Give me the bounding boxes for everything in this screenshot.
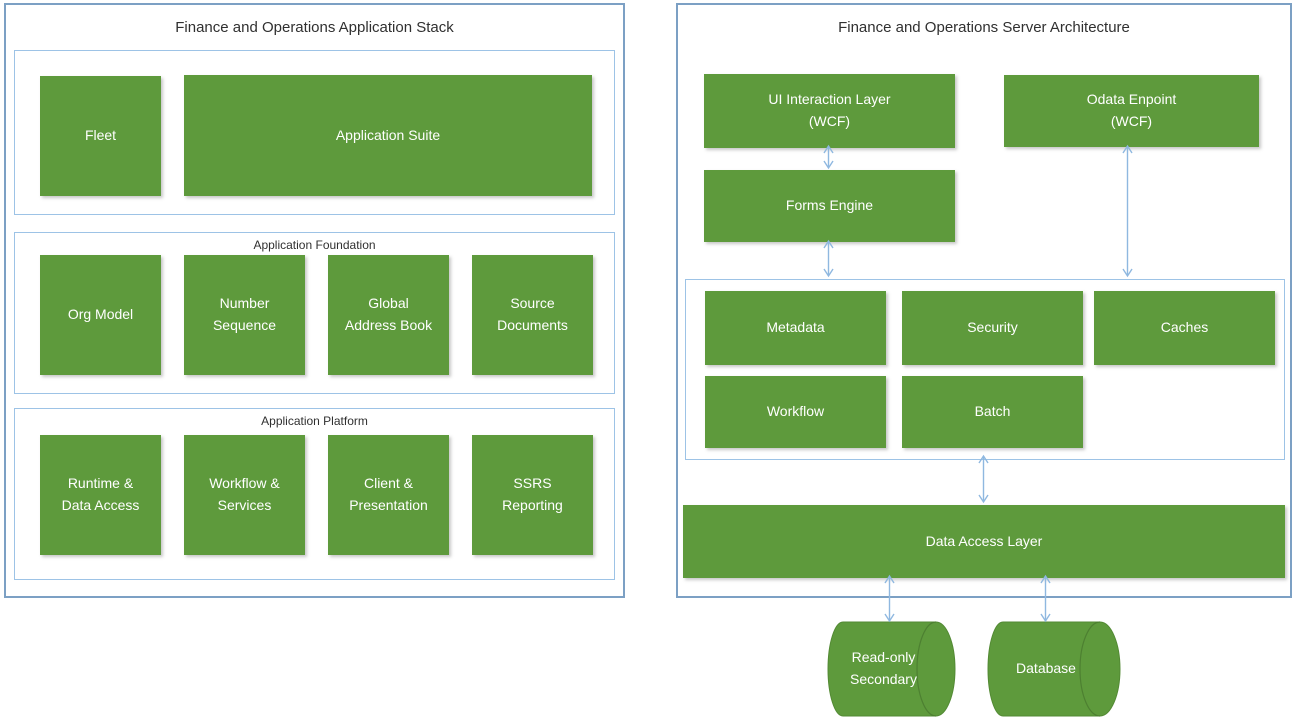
database-cylinder: Database [987, 621, 1121, 717]
data-access-layer-box: Data Access Layer [683, 505, 1285, 578]
workflow-box: Workflow [705, 376, 886, 448]
number-sequence-box: Number Sequence [184, 255, 305, 375]
fleet-box: Fleet [40, 76, 161, 196]
application-foundation-container: Application Foundation Org Model Number … [14, 232, 615, 394]
workflow-services-box: Workflow & Services [184, 435, 305, 555]
source-documents-box: Source Documents [472, 255, 593, 375]
global-address-book-box: Global Address Book [328, 255, 449, 375]
application-foundation-label: Application Foundation [253, 238, 376, 252]
cylinder-shape [987, 621, 1121, 717]
forms-engine-box: Forms Engine [704, 170, 955, 242]
application-stack-panel: Finance and Operations Application Stack… [4, 3, 625, 598]
server-architecture-panel: Finance and Operations Server Architectu… [676, 3, 1292, 598]
application-suite-box: Application Suite [184, 75, 592, 196]
batch-box: Batch [902, 376, 1083, 448]
ssrs-reporting-box: SSRS Reporting [472, 435, 593, 555]
application-platform-container: Application Platform Runtime & Data Acce… [14, 408, 615, 580]
org-model-box: Org Model [40, 255, 161, 375]
cylinder-shape [827, 621, 956, 717]
ui-interaction-layer-box: UI Interaction Layer (WCF) [704, 74, 955, 148]
security-box: Security [902, 291, 1083, 365]
read-only-secondary-label: Read-only Secondary [850, 649, 917, 687]
server-architecture-title: Finance and Operations Server Architectu… [838, 19, 1130, 36]
runtime-data-access-box: Runtime & Data Access [40, 435, 161, 555]
suite-row-container: Fleet Application Suite [14, 50, 615, 215]
read-only-secondary-cylinder: Read-only Secondary [827, 621, 956, 717]
caches-box: Caches [1094, 291, 1275, 365]
application-platform-label: Application Platform [261, 414, 368, 428]
odata-endpoint-box: Odata Enpoint (WCF) [1004, 75, 1259, 147]
application-stack-title: Finance and Operations Application Stack [175, 19, 454, 36]
database-label: Database [1016, 660, 1076, 677]
metadata-box: Metadata [705, 291, 886, 365]
server-services-container: Metadata Security Caches Workflow Batch [685, 279, 1285, 460]
client-presentation-box: Client & Presentation [328, 435, 449, 555]
